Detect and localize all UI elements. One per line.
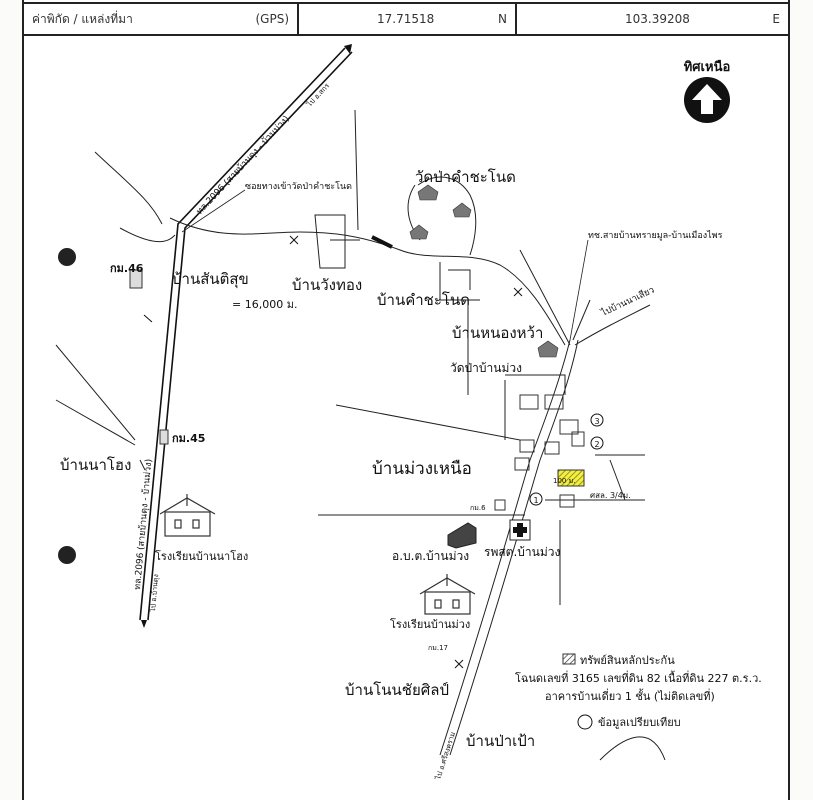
legend-line2: อาคารบ้านเดี่ยว 1 ชั้น (ไม่ติดเลขที่) xyxy=(545,688,715,703)
highway-2096 xyxy=(139,47,353,621)
label-to-udon: ไป อ.บ้านดุง xyxy=(148,574,160,613)
label-ban-muang-nuea: บ้านม่วงเหนือ xyxy=(372,459,472,479)
label-ban-santisuk: บ้านสันติสุข xyxy=(172,270,249,289)
label-highway-left: ทล.2096 (สายบ้านดุง - บ้านม่วง) xyxy=(132,458,154,590)
school-icon xyxy=(419,574,476,615)
label-ban-pa-pao: บ้านป่าเป้า xyxy=(466,732,535,750)
cross-marks xyxy=(143,235,523,669)
label-ssl: ศสล. 3/4ม. xyxy=(590,491,631,500)
label-wat-pa-kham-chanot: วัดป่าคำชะโนด xyxy=(415,168,516,186)
label-school-na-hong: โรงเรียนบ้านนาโฮง xyxy=(155,549,248,563)
label-to-ban-na-sieo: ไปบ้านนาเสียว xyxy=(599,285,656,320)
label-ban-na-hong: บ้านนาโฮง xyxy=(60,456,131,474)
latitude-value: 17.71518 xyxy=(377,12,435,26)
label-ban-non-chai-sin: บ้านโนนชัยศิลป์ xyxy=(345,681,449,699)
label-ban-kham-chanot: บ้านคำชะโนด xyxy=(377,291,470,309)
map-frame xyxy=(22,0,790,800)
comparison-circle-icon xyxy=(577,714,593,730)
label-to-top: ไป อ.สกร xyxy=(304,81,331,109)
legend-title: ทรัพย์สินหลักประกัน xyxy=(580,654,675,667)
office-building-icon xyxy=(447,522,477,549)
label-distance-100: 100 ม. xyxy=(553,477,575,485)
latitude-cell: 17.71518 N xyxy=(299,4,517,34)
coordinate-source: (GPS) xyxy=(255,12,289,26)
school-icon xyxy=(159,494,216,537)
collateral-hatch xyxy=(558,470,584,486)
label-km6: กม.6 xyxy=(470,504,486,512)
label-ban-nong-wa: บ้านหนองหว้า xyxy=(452,324,543,342)
coordinate-source-cell: ค่าพิกัด / แหล่งที่มา (GPS) xyxy=(24,4,299,34)
legend-line1: โฉนดเลขที่ 3165 เลขที่ดิน 82 เนื้อที่ดิน… xyxy=(515,670,762,685)
marker-2: 2 xyxy=(594,440,599,449)
north-arrow-icon xyxy=(684,77,730,123)
leader-lines xyxy=(181,189,589,341)
longitude-dir: E xyxy=(772,12,780,26)
longitude-value: 103.39208 xyxy=(625,12,690,26)
legend-comparison: ข้อมูลเปรียบเทียบ xyxy=(598,716,681,729)
km-post-icon xyxy=(159,429,169,445)
label-distance: = 16,000 ม. xyxy=(232,298,297,311)
punch-hole xyxy=(58,248,76,266)
local-roads xyxy=(55,109,666,761)
latitude-dir: N xyxy=(498,12,507,26)
marker-3: 3 xyxy=(594,417,599,426)
longitude-cell: 103.39208 E xyxy=(517,4,788,34)
temple-icon xyxy=(409,184,559,358)
arrow-icon xyxy=(344,44,352,54)
coordinate-header: ค่าพิกัด / แหล่งที่มา (GPS) 17.71518 N 1… xyxy=(22,2,790,36)
label-hospital: รพสต.บ้านม่วง xyxy=(484,545,560,559)
punch-hole xyxy=(58,546,76,564)
legend-hatch-icon xyxy=(562,653,576,665)
label-km17: กม.17 xyxy=(428,644,448,652)
label-km45: กม.45 xyxy=(172,432,205,445)
label-highway-top: ทล.2096 (สายบ้านดุง - บ้านม่วง) xyxy=(194,113,292,217)
label-junction-note: ซอยทางเข้าวัดป่าคำชะโนด xyxy=(245,181,352,192)
label-ban-wang-thong: บ้านวังทอง xyxy=(292,276,362,294)
village-blocks xyxy=(494,394,585,511)
label-road-right: ทช.สายบ้านทรายมูล-บ้านเมืองไพร xyxy=(588,230,723,241)
north-label: ทิศเหนือ xyxy=(684,59,731,75)
numbered-markers xyxy=(529,413,604,506)
bridge-mark xyxy=(371,235,393,249)
label-obt: อ.บ.ต.บ้านม่วง xyxy=(392,549,469,563)
label-wat-pa-ban-muang: วัดป่าบ้านม่วง xyxy=(450,361,522,375)
coordinate-label: ค่าพิกัด / แหล่งที่มา xyxy=(32,11,133,26)
label-school-muang: โรงเรียนบ้านม่วง xyxy=(390,617,470,631)
marker-1: 1 xyxy=(533,496,538,505)
arrow-icon xyxy=(141,620,147,628)
hospital-cross-icon xyxy=(509,519,531,541)
km-post-icon xyxy=(129,269,143,289)
label-km46: กม.46 xyxy=(110,262,144,275)
